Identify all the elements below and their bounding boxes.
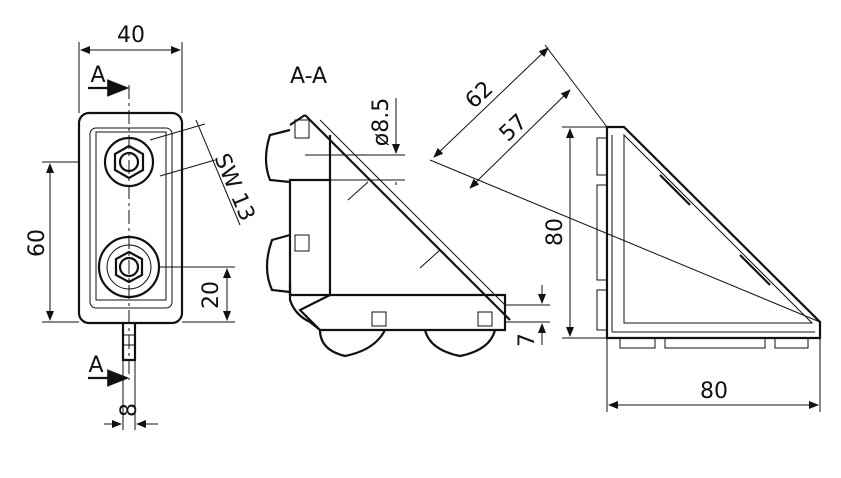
width-dim-40: 40 (117, 23, 145, 48)
height-dim-60: 60 (25, 229, 50, 257)
side-view: 62 57 80 80 (429, 44, 822, 412)
diag-dim-62: 62 (461, 77, 499, 114)
base-dim-7: 7 (515, 333, 540, 347)
width-dim-80: 80 (700, 379, 728, 404)
diag-dim-57: 57 (495, 110, 533, 147)
section-mark-bottom: A (88, 353, 103, 378)
wrench-size-label: SW 13 (209, 150, 260, 225)
front-inner-outline (89, 127, 173, 309)
front-view: 40 60 20 SW 13 8 A A (25, 23, 259, 430)
section-view: A-A ø8.5 7 (264, 64, 550, 358)
pin-dim-8: 8 (117, 403, 142, 417)
front-outline (77, 111, 184, 325)
section-title: A-A (290, 64, 327, 89)
offset-dim-20: 20 (199, 281, 224, 309)
hole-dim-label: ø8.5 (369, 98, 394, 146)
section-mark-top: A (90, 63, 105, 88)
height-dim-80: 80 (543, 218, 568, 246)
